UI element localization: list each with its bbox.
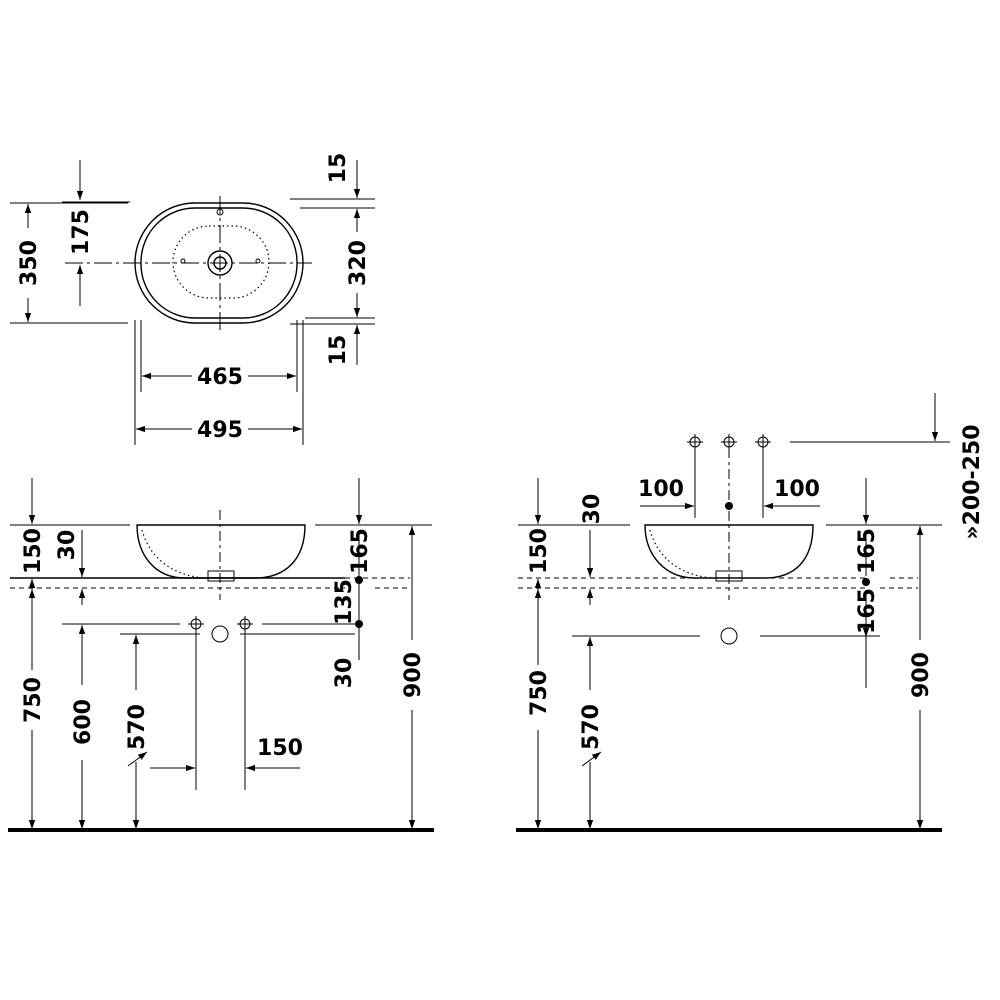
dim-165: 165 <box>348 528 373 574</box>
dim-15-top: 15 <box>326 153 351 184</box>
dim-750: 750 <box>21 677 46 723</box>
dim-150-spacing: 150 <box>257 736 303 761</box>
overflow-hole-left <box>180 258 186 264</box>
drain-fitting <box>207 570 235 582</box>
dim-30: 30 <box>55 530 80 561</box>
dim-570: 570 <box>125 704 150 750</box>
supply-valve-left <box>188 616 204 632</box>
dim-150-side: 150 <box>527 528 552 574</box>
waste-outlet-side <box>720 627 738 645</box>
dim-570-side: 570 <box>579 704 604 750</box>
dim-100-right: 100 <box>774 477 820 502</box>
dim-495: 495 <box>197 418 243 443</box>
dim-135: 135 <box>332 579 357 625</box>
dim-150: 150 <box>21 528 46 574</box>
dim-30-side: 30 <box>580 494 605 525</box>
front-view: 150 30 165 135 30 750 600 570 900 150 <box>8 478 434 832</box>
dim-350: 350 <box>17 240 42 286</box>
wall-valve-right <box>755 434 771 450</box>
dim-30-lower: 30 <box>332 658 357 689</box>
supply-valve-right <box>237 616 253 632</box>
dim-165-lower: 165 <box>855 588 880 634</box>
dim-465: 465 <box>197 365 243 390</box>
side-view: 100 100 »200-250 150 30 165 165 750 570 … <box>516 393 985 832</box>
spout-point <box>725 502 733 510</box>
dim-100-left: 100 <box>638 477 684 502</box>
waste-point-lower <box>355 620 363 628</box>
waste-outlet <box>211 625 229 643</box>
dim-750-side: 750 <box>527 670 552 716</box>
top-view: 175 350 15 320 15 465 495 <box>10 153 375 445</box>
dim-15-bottom: 15 <box>326 335 351 366</box>
wall-valve-center <box>721 434 737 450</box>
dim-600: 600 <box>71 699 96 745</box>
dim-175: 175 <box>69 209 94 255</box>
wall-valve-left <box>687 434 703 450</box>
basin-bowl-outline <box>172 225 270 299</box>
drain-fitting-side <box>715 570 743 582</box>
basin-front-profile <box>136 524 306 579</box>
dim-900-side: 900 <box>909 652 934 698</box>
dim-900: 900 <box>401 652 426 698</box>
waste-point-upper <box>355 576 363 584</box>
overflow-hole-right <box>255 258 261 264</box>
waste-point-side <box>862 578 870 586</box>
dim-320: 320 <box>346 240 371 286</box>
dim-165-upper: 165 <box>855 528 880 574</box>
dim-200-250: »200-250 <box>960 424 985 539</box>
